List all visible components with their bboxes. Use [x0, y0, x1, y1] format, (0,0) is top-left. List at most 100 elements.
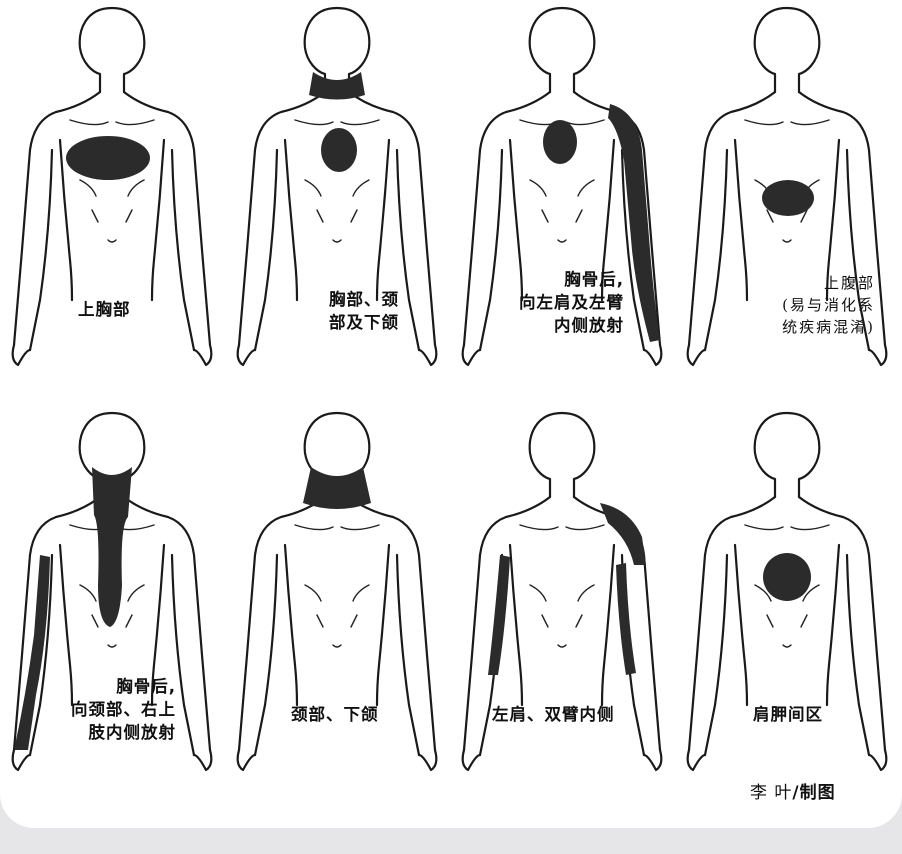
panel-label: 左肩、双臂内侧 [492, 703, 615, 726]
body-outline-stroke [755, 413, 820, 497]
pain-area-left-inner-arm [616, 563, 636, 675]
body-outline-stroke [92, 210, 132, 222]
body-outline-stroke [847, 555, 869, 755]
body-outline-stroke [108, 645, 116, 647]
body-outline-stroke [735, 545, 747, 705]
pain-area-upper-chest [66, 136, 150, 180]
body-outline-stroke [317, 615, 357, 627]
body-outline-stroke [688, 750, 705, 770]
torso-figure [0, 0, 225, 395]
panel-upper-chest: 上胸部 [0, 0, 225, 395]
pain-area-neck-jaw [309, 72, 365, 100]
panel-label: 胸骨后, 向左肩及左臂 内侧放射 [498, 268, 624, 337]
body-outline-stroke [767, 615, 807, 627]
body-outline-stroke [644, 345, 661, 365]
body-outline-stroke [238, 345, 255, 365]
diagram-card: 上胸部 胸部、颈 部及下颌 胸骨后, 向左肩及左臂 内侧放射 上腹部 (易与消化… [0, 0, 902, 828]
body-outline-stroke [30, 150, 52, 350]
panel-label: 胸骨后, 向颈部、右上 肢内侧放射 [48, 675, 176, 744]
body-outline-stroke [194, 750, 211, 770]
panel-left-shoulder-arms: 左肩、双臂内侧 [450, 405, 675, 800]
body-outline-stroke [510, 545, 522, 705]
body-outline-stroke [108, 240, 116, 242]
pain-area-neck [303, 467, 371, 509]
pain-area-right-arm [14, 555, 50, 750]
body-outline-stroke [520, 525, 604, 530]
panel-neck-jaw: 颈部、下颌 [225, 405, 450, 800]
body-outline-stroke [397, 150, 419, 350]
body-outline-stroke [745, 120, 829, 125]
body-outline-stroke [463, 750, 480, 770]
body-outline-stroke [80, 180, 144, 196]
pain-area-chest [321, 128, 357, 172]
body-outline-stroke [333, 645, 341, 647]
torso-figure [450, 405, 675, 800]
body-outline-stroke [13, 750, 30, 770]
panel-interscapular: 肩胛间区 [675, 405, 900, 800]
body-outline-stroke [295, 120, 379, 125]
pain-area-upper-abdomen [762, 180, 814, 216]
body-outline-stroke [80, 8, 145, 92]
body-outline-stroke [705, 150, 727, 350]
body-outline-stroke [745, 525, 829, 530]
body-outline-stroke [602, 545, 614, 705]
pain-area-neck-sternum [92, 467, 132, 627]
body-outline-stroke [255, 150, 277, 350]
panel-upper-abdomen: 上腹部 (易与消化系 统疾病混淆) [675, 0, 900, 395]
body-outline-stroke [705, 555, 727, 755]
body-outline-stroke [397, 555, 419, 755]
torso-figure [225, 405, 450, 800]
panel-label: 肩胛间区 [753, 703, 823, 726]
panel-retrosternal-left-arm: 胸骨后, 向左肩及左臂 内侧放射 [450, 0, 675, 395]
body-outline-stroke [333, 240, 341, 242]
body-outline-stroke [295, 525, 379, 530]
body-outline-stroke [255, 555, 277, 755]
body-outline-stroke [688, 345, 705, 365]
body-outline-stroke [70, 120, 154, 125]
body-outline-stroke [377, 140, 389, 300]
panel-chest-neck-jaw: 胸部、颈 部及下颌 [225, 0, 450, 395]
body-outline-stroke [305, 585, 369, 601]
credit-suffix: /制图 [792, 783, 835, 803]
body-outline-stroke [558, 240, 566, 242]
body-outline-stroke [13, 345, 30, 365]
body-outline-stroke [530, 585, 594, 601]
pain-area-right-inner-arm [488, 555, 510, 675]
body-outline-stroke [783, 240, 791, 242]
body-outline-stroke [238, 750, 255, 770]
illustrator-credit: 李 叶/制图 [750, 778, 836, 803]
body-outline-stroke [530, 413, 595, 497]
body-outline-stroke [755, 8, 820, 92]
body-outline-stroke [285, 140, 297, 300]
body-outline-stroke [783, 645, 791, 647]
body-outline-stroke [194, 345, 211, 365]
panel-label: 颈部、下颌 [291, 703, 379, 726]
body-outline-stroke [542, 615, 582, 627]
body-outline-stroke [317, 210, 357, 222]
body-outline-stroke [530, 180, 594, 196]
body-outline-stroke [530, 8, 595, 92]
body-outline-stroke [827, 545, 839, 705]
body-outline-stroke [869, 345, 886, 365]
body-outline-stroke [172, 150, 194, 350]
credit-name: 李 叶 [750, 783, 792, 803]
body-outline-stroke [152, 140, 164, 300]
torso-figure [225, 0, 450, 395]
body-outline-stroke [869, 750, 886, 770]
pain-area-interscapular [763, 553, 811, 601]
body-outline-stroke [463, 345, 480, 365]
body-outline-stroke [377, 545, 389, 705]
body-outline-stroke [285, 545, 297, 705]
panel-label: 上腹部 (易与消化系 统疾病混淆) [725, 272, 875, 338]
pain-area-sternum [543, 120, 577, 164]
panel-label: 胸部、颈 部及下颌 [275, 288, 399, 334]
body-outline-stroke [419, 750, 436, 770]
body-outline-stroke [644, 750, 661, 770]
body-outline-stroke [542, 210, 582, 222]
torso-figure [675, 405, 900, 800]
body-outline-stroke [419, 345, 436, 365]
body-outline-stroke [124, 92, 210, 345]
body-outline-stroke [558, 645, 566, 647]
body-outline-stroke [305, 180, 369, 196]
panel-label: 上胸部 [78, 298, 131, 321]
